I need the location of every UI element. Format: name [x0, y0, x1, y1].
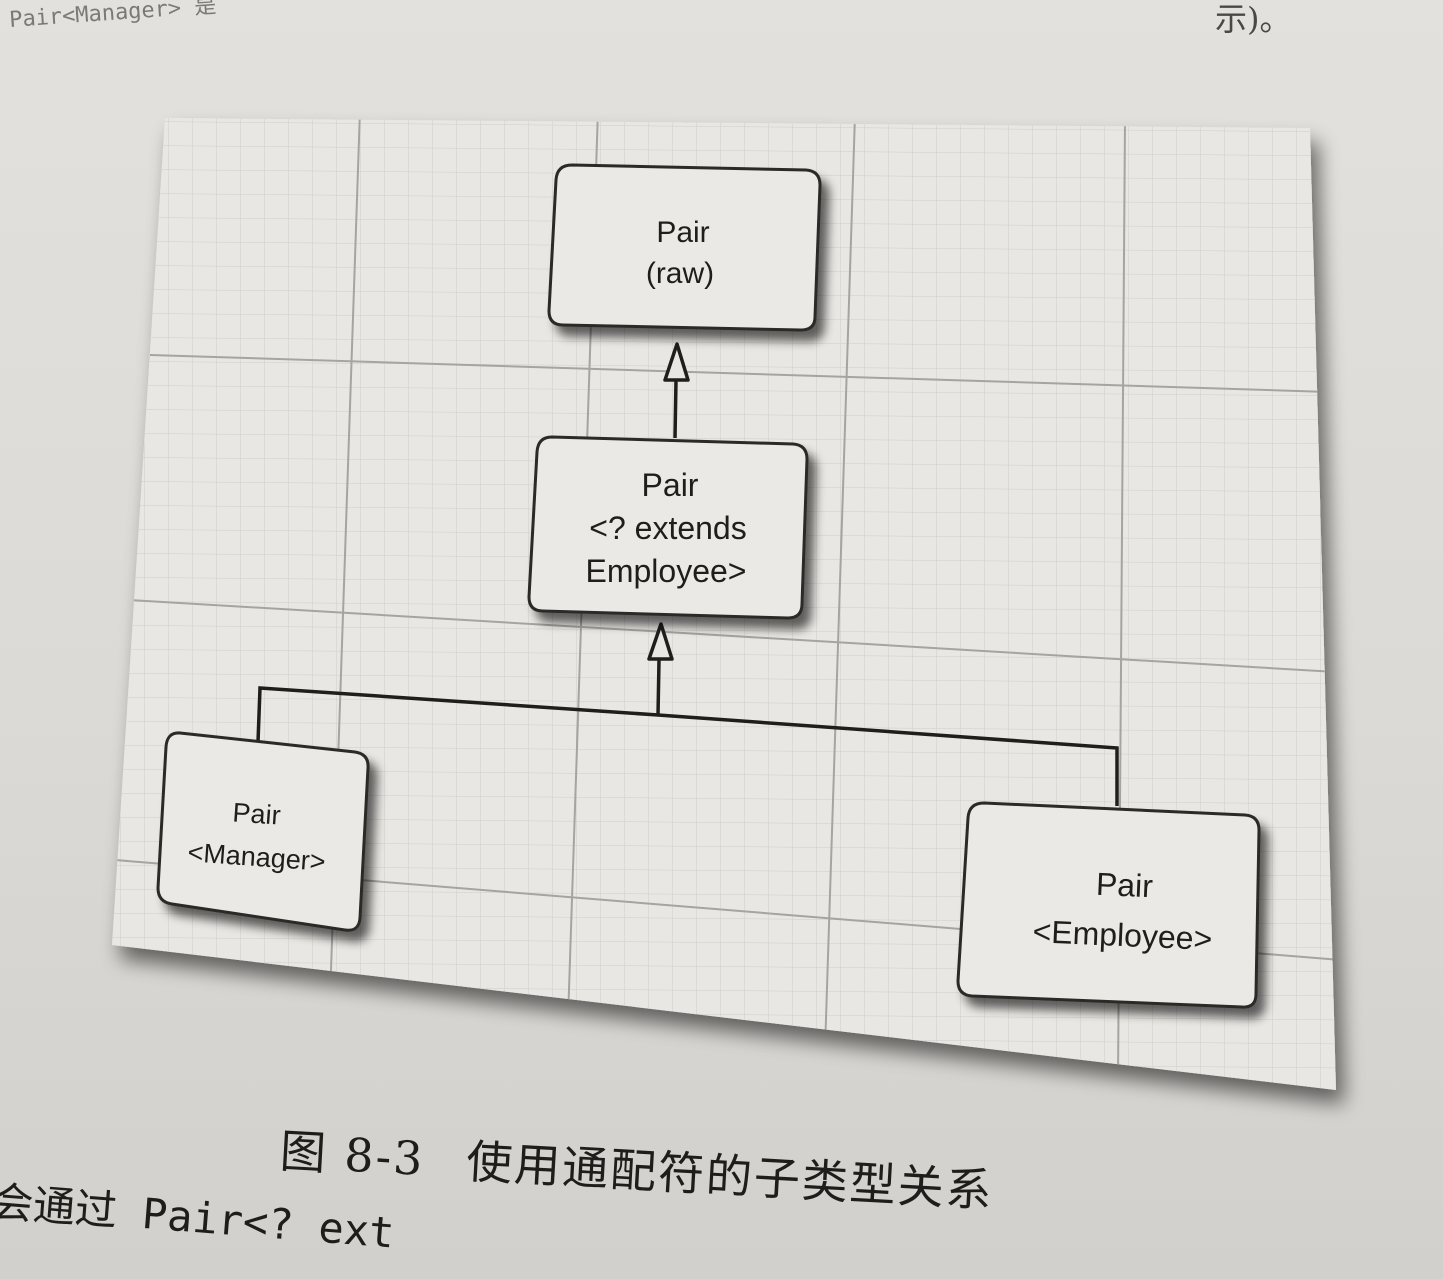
node-raw-line-2: (raw) [646, 257, 714, 290]
node-raw-line-1: Pair [656, 216, 709, 249]
page-header-fragment-right: 示)。 [1215, 0, 1292, 38]
node-pair-manager [156, 731, 370, 932]
node-wildcard-line-1: Pair [642, 467, 699, 503]
node-wildcard-line-2: <? extends [589, 510, 746, 546]
node-pair-wildcard [527, 435, 809, 620]
inheritance-arrowhead-wildcard [647, 622, 674, 661]
node-pair-raw [547, 163, 822, 332]
inheritance-arrowhead-raw [663, 342, 690, 382]
figure-number: 图 8-3 [278, 1123, 426, 1186]
node-wildcard-line-3: Employee> [586, 553, 747, 589]
node-employee-line-1: Pair [1095, 866, 1154, 904]
node-pair-employee [956, 801, 1261, 1009]
connectors [256, 379, 1119, 806]
node-employee-line-2: <Employee> [1032, 913, 1213, 957]
node-manager-line-1: Pair [232, 797, 282, 830]
